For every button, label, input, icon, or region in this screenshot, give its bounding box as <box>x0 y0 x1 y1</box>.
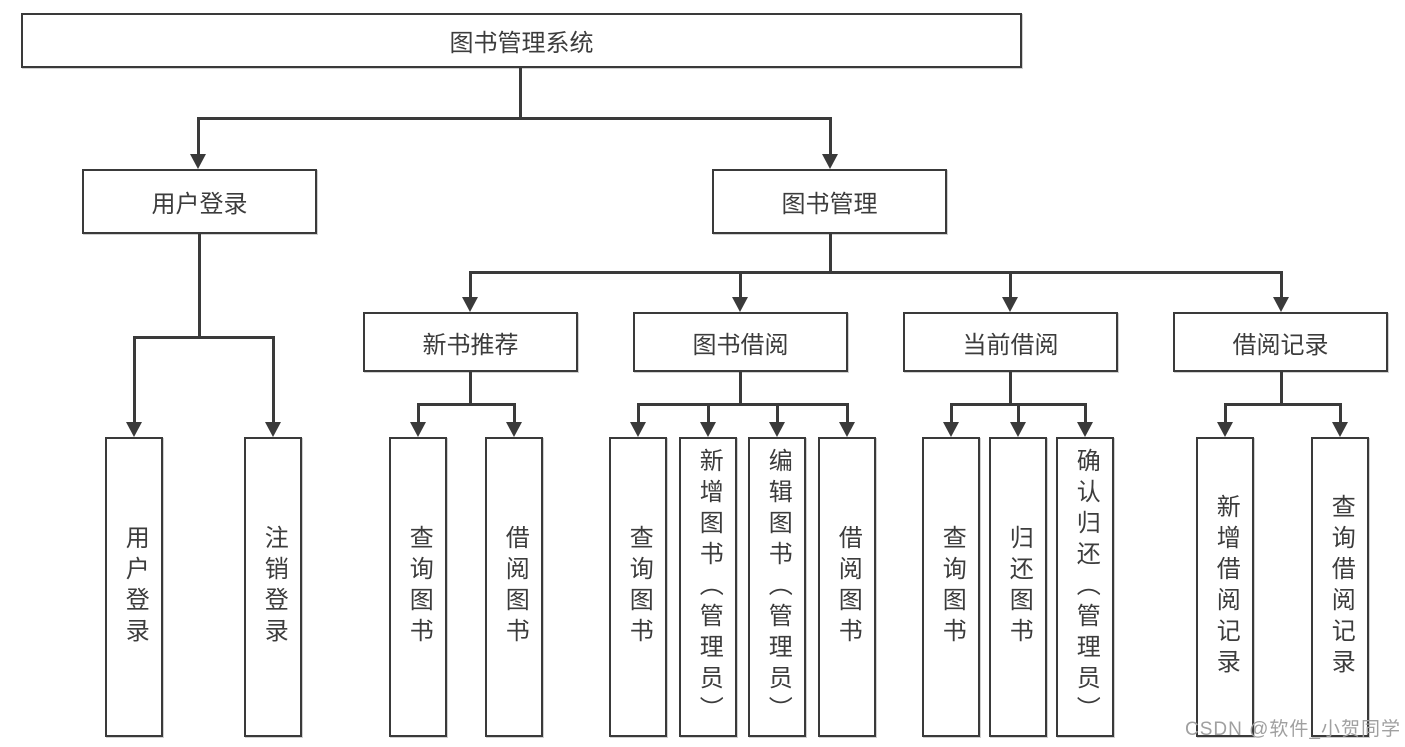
connector-line <box>133 338 136 423</box>
leaf-label: 确认归还（管理员） <box>1072 447 1100 727</box>
node-new-book-recommend: 新书推荐 <box>363 312 578 372</box>
node-book-borrow: 图书借阅 <box>633 312 848 372</box>
connector-line <box>197 119 200 155</box>
arrow-down-icon <box>1002 297 1018 312</box>
connector-line <box>272 338 275 423</box>
leaf-label: 注销登录 <box>260 525 288 649</box>
node-label: 图书管理 <box>781 191 878 218</box>
node-borrow-records: 借阅记录 <box>1173 312 1388 372</box>
connector-line <box>707 405 710 423</box>
connector-line <box>829 234 832 273</box>
csdn-watermark: CSDN @软件_小贺同学 <box>1185 719 1401 740</box>
leaf-return-books: 归还图书 <box>989 437 1047 737</box>
connector-line <box>1009 273 1012 298</box>
leaf-add-borrow-record: 新增借阅记录 <box>1196 437 1254 737</box>
arrow-down-icon <box>1332 422 1348 437</box>
connector-line <box>469 271 1283 274</box>
arrow-down-icon <box>1273 297 1289 312</box>
leaf-label: 查询图书 <box>938 525 966 649</box>
node-book-management: 图书管理 <box>712 169 947 234</box>
arrow-down-icon <box>265 422 281 437</box>
connector-line <box>197 117 832 120</box>
node-label: 图书管理系统 <box>449 30 594 57</box>
node-label: 借阅记录 <box>1232 331 1329 359</box>
arrow-down-icon <box>1077 422 1093 437</box>
node-label: 图书借阅 <box>692 331 789 359</box>
arrow-down-icon <box>732 297 748 312</box>
leaf-label: 用户登录 <box>121 525 149 649</box>
connector-line <box>739 372 742 405</box>
connector-line <box>417 403 516 406</box>
arrow-down-icon <box>1010 422 1026 437</box>
arrow-down-icon <box>126 422 142 437</box>
arrow-down-icon <box>630 422 646 437</box>
arrow-down-icon <box>410 422 426 437</box>
leaf-label: 新增图书（管理员） <box>695 447 723 727</box>
connector-line <box>469 372 472 405</box>
leaf-logout: 注销登录 <box>244 437 302 737</box>
arrow-down-icon <box>839 422 855 437</box>
leaf-borrow-books-recommend: 借阅图书 <box>485 437 543 737</box>
connector-line <box>739 273 742 298</box>
connector-line <box>519 68 522 119</box>
leaf-query-books-recommend: 查询图书 <box>389 437 447 737</box>
connector-line <box>133 336 275 339</box>
leaf-label: 借阅图书 <box>834 525 862 649</box>
leaf-user-login: 用户登录 <box>105 437 163 737</box>
connector-line <box>1224 405 1227 423</box>
node-label: 新书推荐 <box>422 331 519 359</box>
leaf-label: 编辑图书（管理员） <box>764 447 792 727</box>
node-root-library-system: 图书管理系统 <box>21 13 1022 68</box>
leaf-add-books-admin: 新增图书（管理员） <box>679 437 737 737</box>
connector-line <box>469 273 472 298</box>
node-current-borrow: 当前借阅 <box>903 312 1118 372</box>
leaf-query-books-current: 查询图书 <box>922 437 980 737</box>
connector-line <box>950 403 1087 406</box>
arrow-down-icon <box>190 154 206 169</box>
leaf-label: 归还图书 <box>1005 525 1033 649</box>
arrow-down-icon <box>700 422 716 437</box>
node-label: 当前借阅 <box>962 331 1059 359</box>
connector-line <box>1017 405 1020 423</box>
arrow-down-icon <box>506 422 522 437</box>
connector-line <box>846 405 849 423</box>
node-user-login: 用户登录 <box>82 169 317 234</box>
leaf-label: 查询图书 <box>405 525 433 649</box>
leaf-confirm-return-admin: 确认归还（管理员） <box>1056 437 1114 737</box>
leaf-label: 借阅图书 <box>501 525 529 649</box>
connector-line <box>776 405 779 423</box>
connector-line <box>1009 372 1012 405</box>
connector-line <box>950 405 953 423</box>
connector-line <box>417 405 420 423</box>
arrow-down-icon <box>769 422 785 437</box>
leaf-query-borrow-record: 查询借阅记录 <box>1311 437 1369 737</box>
connector-line <box>637 405 640 423</box>
node-label: 用户登录 <box>151 191 248 218</box>
arrow-down-icon <box>943 422 959 437</box>
leaf-borrow-books: 借阅图书 <box>818 437 876 737</box>
connector-line <box>513 405 516 423</box>
arrow-down-icon <box>1217 422 1233 437</box>
arrow-down-icon <box>462 297 478 312</box>
connector-line <box>829 119 832 155</box>
connector-line <box>1084 405 1087 423</box>
connector-line <box>1339 405 1342 423</box>
leaf-label: 查询借阅记录 <box>1327 494 1355 680</box>
connector-line <box>1224 403 1342 406</box>
leaf-label: 查询图书 <box>625 525 653 649</box>
connector-line <box>1280 372 1283 405</box>
connector-line <box>1280 273 1283 298</box>
leaf-edit-books-admin: 编辑图书（管理员） <box>748 437 806 737</box>
leaf-label: 新增借阅记录 <box>1212 494 1240 680</box>
connector-line <box>198 234 201 338</box>
arrow-down-icon <box>822 154 838 169</box>
connector-line <box>637 403 849 406</box>
leaf-query-books-borrow: 查询图书 <box>609 437 667 737</box>
